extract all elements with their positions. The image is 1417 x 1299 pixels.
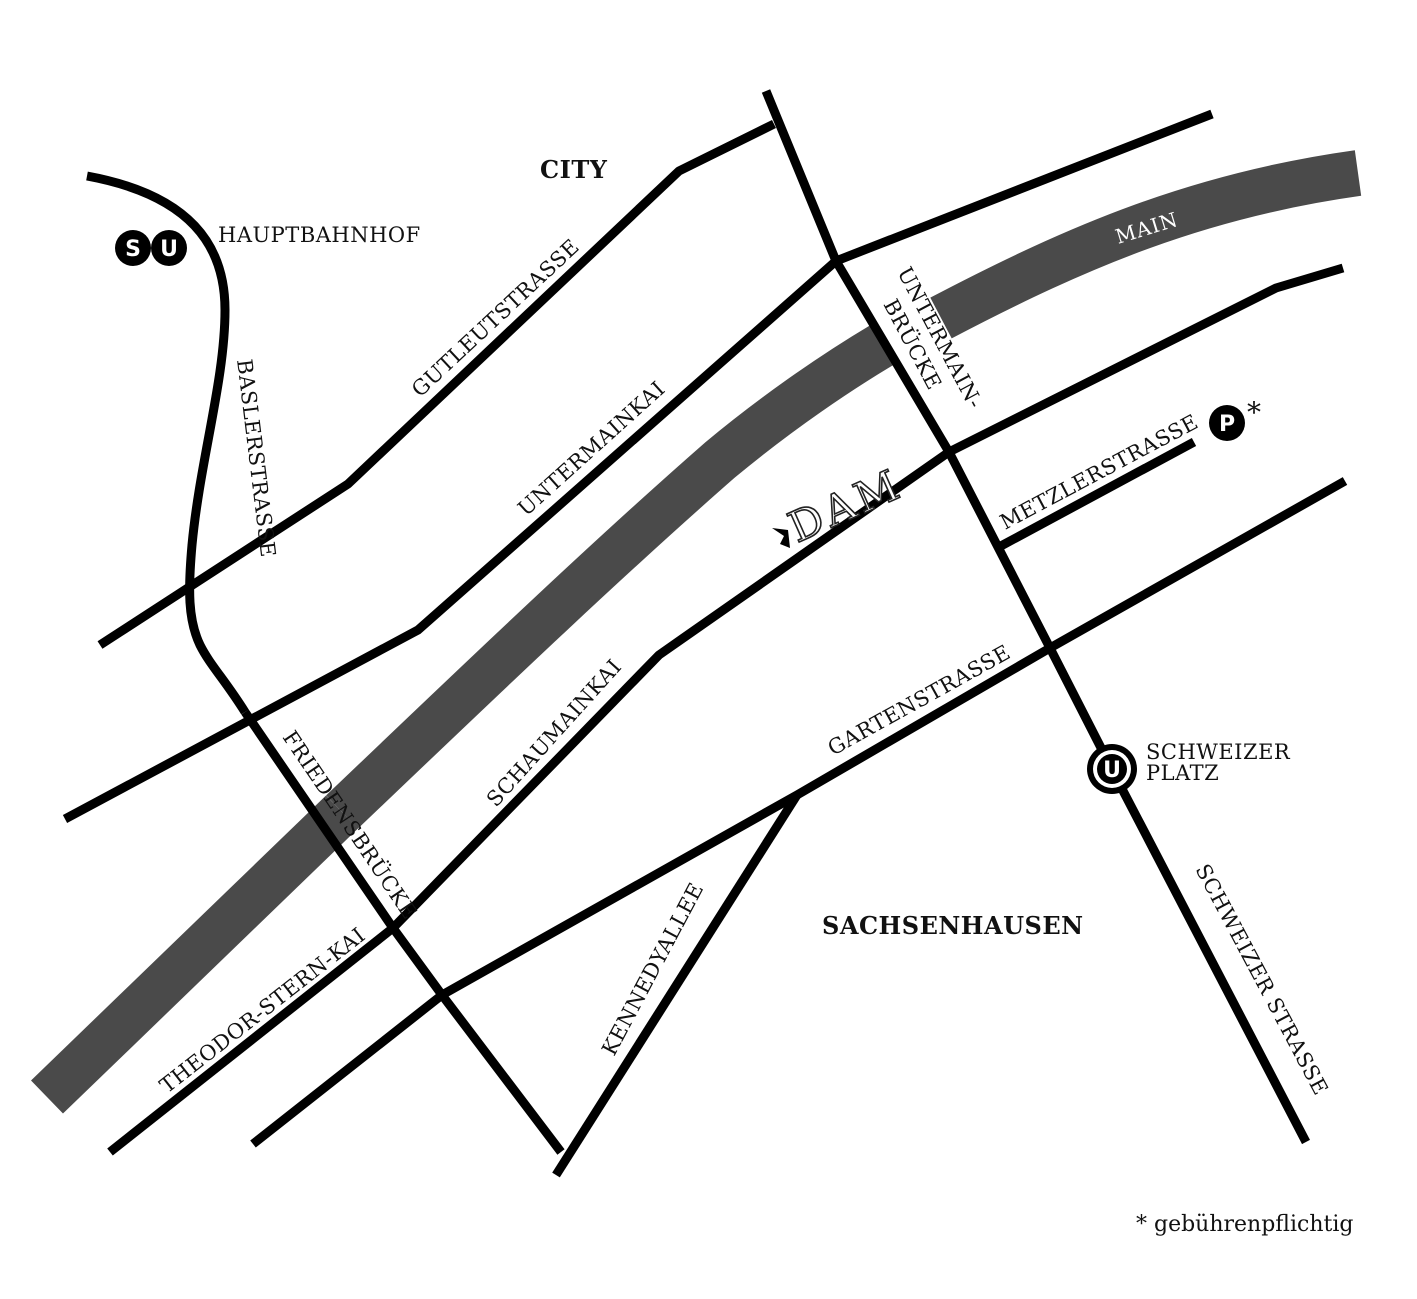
station-schweizer-platz: U SCHWEIZER PLATZ	[1087, 740, 1291, 794]
parking-asterisk: *	[1247, 396, 1261, 429]
road-gutleutstrasse	[97, 119, 776, 649]
road-network	[62, 89, 1348, 1178]
road-friedensbruecke	[241, 709, 565, 1155]
road-baslerstrasse	[86, 171, 249, 715]
road-schaumainkai	[389, 448, 952, 932]
river-main	[31, 150, 1362, 1114]
road-gartenstrasse	[250, 477, 1348, 1148]
station-hauptbahnhof: S U HAUPTBAHNHOF	[115, 223, 421, 266]
parking-letter: P	[1219, 412, 1235, 437]
street-label-gutleutstrasse: GUTLEUTSTRASSE	[407, 234, 584, 401]
road-untermainkai	[62, 257, 839, 823]
museum-logo: DAM	[781, 459, 910, 552]
road-schaumainkai-east	[946, 263, 1345, 457]
road-kennedyallee	[552, 792, 801, 1178]
district-city-label: CITY	[540, 155, 608, 184]
s-bahn-letter: S	[125, 237, 141, 262]
district-sachsenhausen-label: SACHSENHAUSEN	[822, 911, 1084, 940]
s-bahn-icon: S	[115, 230, 151, 266]
river-main-upper	[930, 150, 1362, 339]
footnote: * gebührenpflichtig	[1136, 1212, 1353, 1237]
u-bahn-letter: U	[160, 237, 178, 262]
u-bahn-icon: U	[151, 230, 187, 266]
u-bahn-icon: U	[1087, 744, 1137, 794]
river-main-lower	[31, 795, 358, 1114]
river-main-middle	[326, 325, 894, 829]
parking-icon: P *	[1209, 396, 1261, 441]
road-untermainbruecke	[761, 89, 1310, 1145]
street-label-gartenstrasse: GARTENSTRASSE	[824, 640, 1015, 760]
station-hauptbahnhof-label: HAUPTBAHNHOF	[218, 223, 421, 247]
road-theodor-stern-kai	[107, 924, 396, 1156]
road-metzlerstrasse	[996, 438, 1197, 551]
museum-marker-icon	[772, 528, 790, 548]
station-schweizer-platz-label-line2: PLATZ	[1146, 761, 1219, 785]
street-label-metzlerstrasse: METZLERSTRASSE	[996, 410, 1202, 535]
road-north-bank-east	[834, 109, 1214, 266]
museum-pointer-shape	[772, 528, 790, 548]
u-bahn-letter: U	[1103, 758, 1121, 783]
street-label-baslerstrasse: BASLERSTRASSE	[232, 358, 280, 559]
station-schweizer-platz-label-line1: SCHWEIZER	[1146, 740, 1291, 764]
